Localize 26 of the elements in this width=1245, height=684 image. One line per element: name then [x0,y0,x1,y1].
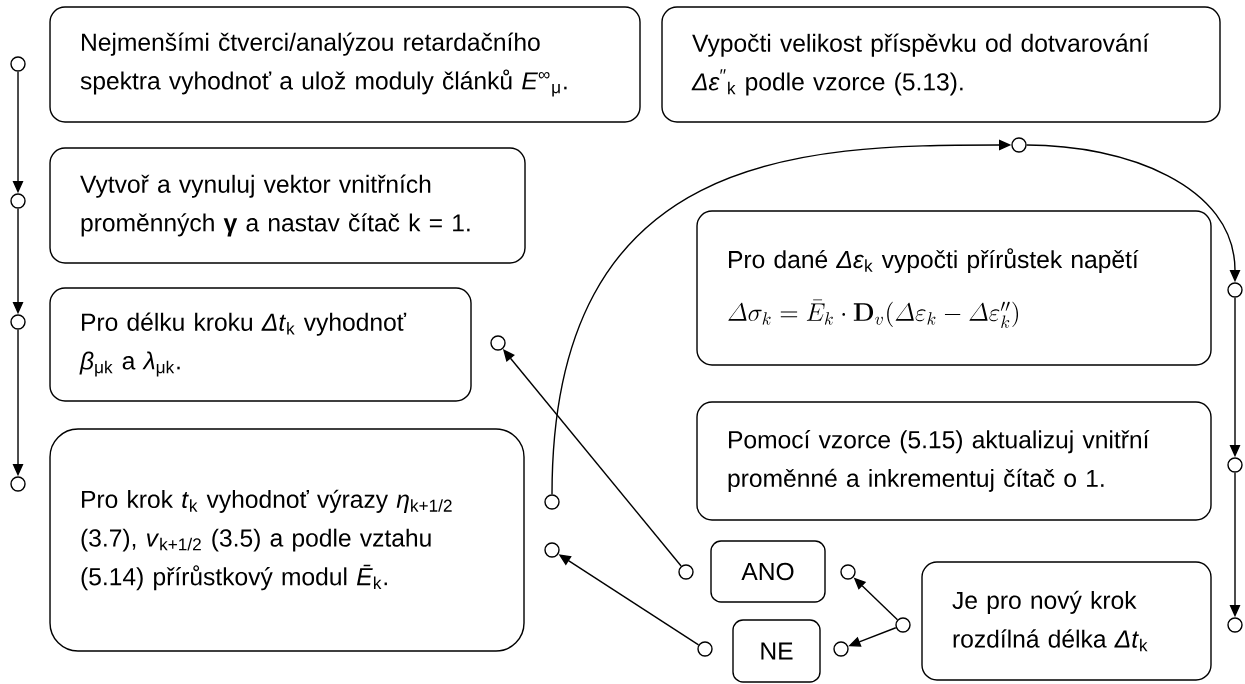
connector-circle [10,314,26,330]
option-box: ANO [710,540,826,603]
connector-circle [833,641,849,657]
connector-circle [10,476,26,492]
process-box: Pro délku kroku Δt$_{k}$ vyhodnoť β$_{μk}$ a λ$_{μk}$. [49,287,472,402]
decision-box: Je pro nový krok rozdílná délka Δt$_{k}$ [921,561,1212,681]
connector-circle [840,564,856,580]
connector-circle [1227,457,1243,473]
connector-circle [544,542,560,558]
connector-circle [490,335,506,351]
connector-circle [697,641,713,657]
connector-circle [10,56,26,72]
connector-circle [678,564,694,580]
process-box: Pro krok t$_{k}$ vyhodnoť výrazy η$_{k+1/2}$ (3.7), v$_{k+1/2}$ (3.5) a podle vztahu (5.14) přírůstkový modul Ē$_{k}$. [49,428,525,652]
connector-circle [544,494,560,510]
process-box: Vytvoř a vynuluj vektor vnitřních proměnných γ a nastav čítač k = 1. [49,147,526,264]
connector-circle [1227,282,1243,298]
connector-circle [1227,617,1243,633]
process-box: Vypočti velikost příspěvku od dotvarování Δε$^{′′}$$_{k}$ podle vzorce (5.13). [661,6,1221,123]
connector-circle [1011,137,1027,153]
connector-circle [895,617,911,633]
process-box: Nejmenšími čtverci/analýzou retardačního spektra vyhodnoť a ulož moduly článků E$^{∞}$$_{μ}$. [49,6,641,123]
process-box: Pro dané Δε$_{k}$ vypočti přírůstek napětí $\varDelta\sigma_k = \bar{E}_k\cdot\mathbf{D}_v(\varDelta\varepsilon_k-\varDelta\varepsilon''_k)$ [696,210,1212,366]
process-box: Pomocí vzorce (5.15) aktualizuj vnitřní proměnné a inkrementuj čítač o 1. [696,401,1212,521]
option-box: NE [732,619,821,683]
connector-circle [10,193,26,209]
